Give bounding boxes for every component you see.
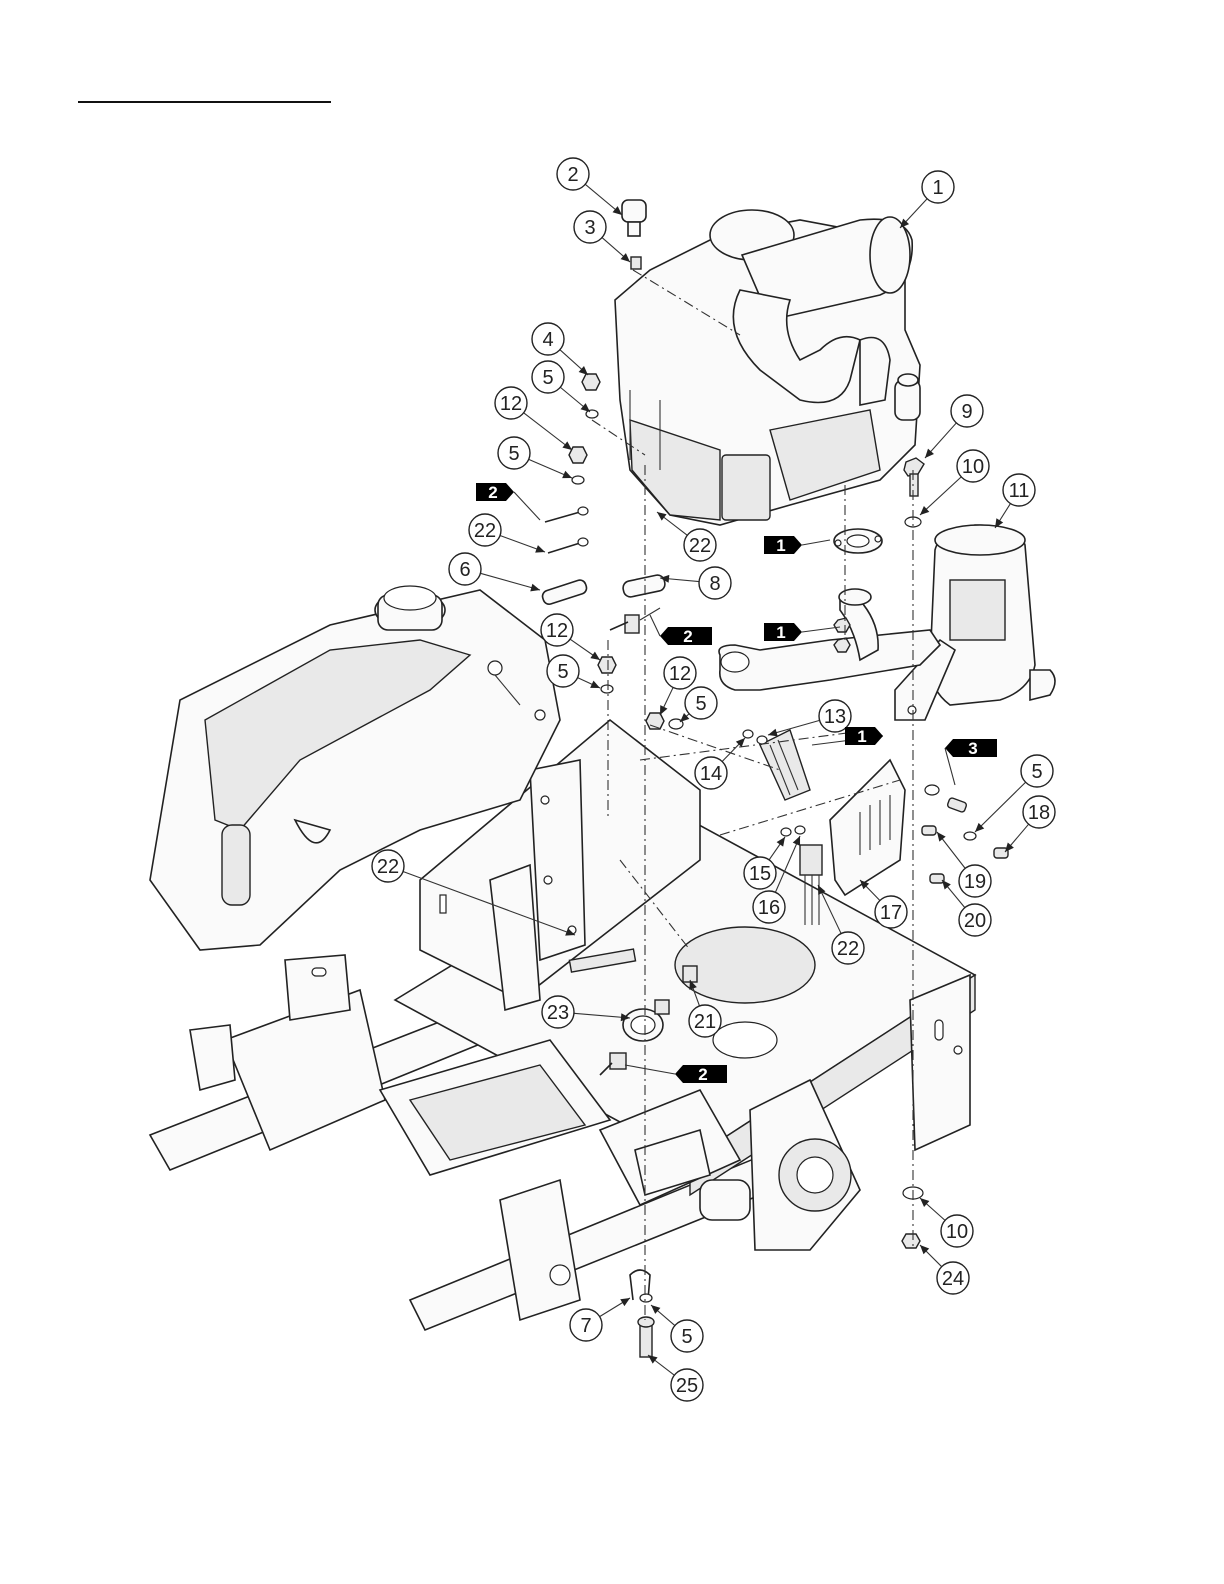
callout-number: 12 xyxy=(669,663,691,685)
callout-number: 22 xyxy=(474,520,496,542)
callout-number: 14 xyxy=(700,763,722,785)
tag-leader-line xyxy=(650,615,660,636)
note-tag-number: 2 xyxy=(683,627,692,646)
callout-25: 25 xyxy=(648,1355,703,1401)
callout-number: 9 xyxy=(961,401,972,423)
callout-14: 14 xyxy=(695,738,745,789)
muffler-assembly xyxy=(719,525,1055,720)
note-tag-1: 1 xyxy=(764,536,830,555)
callout-number: 15 xyxy=(749,863,771,885)
note-tag-number: 2 xyxy=(488,483,497,502)
callout-number: 19 xyxy=(964,871,986,893)
callout-number: 5 xyxy=(542,367,553,389)
note-tag-3: 3 xyxy=(945,739,997,785)
callout-number: 20 xyxy=(964,910,986,932)
callout-number: 22 xyxy=(689,535,711,557)
leader-arrowhead xyxy=(613,206,622,215)
note-tag-number: 3 xyxy=(968,739,977,758)
leader-line xyxy=(975,782,1026,832)
callout-1: 1 xyxy=(900,171,954,228)
leader-arrowhead xyxy=(581,403,590,412)
tag-leader-line xyxy=(802,540,830,545)
leader-arrowhead xyxy=(942,880,951,889)
callout-24: 24 xyxy=(920,1245,969,1294)
callout-10: 10 xyxy=(920,1198,973,1247)
callout-number: 5 xyxy=(508,443,519,465)
tag-leader-line xyxy=(802,627,840,632)
callout-2: 2 xyxy=(557,158,622,215)
callout-number: 1 xyxy=(932,177,943,199)
callout-number: 16 xyxy=(758,897,780,919)
callout-number: 4 xyxy=(542,329,553,351)
callout-11: 11 xyxy=(995,474,1035,528)
leader-arrowhead xyxy=(648,1355,658,1364)
leader-line xyxy=(524,413,572,450)
callout-number: 7 xyxy=(580,1315,591,1337)
callout-10: 10 xyxy=(920,450,989,515)
callout-number: 12 xyxy=(500,393,522,415)
callout-5: 5 xyxy=(680,687,717,722)
callout-5: 5 xyxy=(547,655,600,688)
leader-arrowhead xyxy=(657,512,667,521)
callout-number: 6 xyxy=(459,559,470,581)
callout-number: 24 xyxy=(942,1268,964,1290)
leader-arrowhead xyxy=(562,441,572,450)
callout-number: 5 xyxy=(695,693,706,715)
callout-6: 6 xyxy=(449,553,540,591)
callout-8: 8 xyxy=(660,567,731,599)
leader-arrowhead xyxy=(535,545,545,553)
callout-18: 18 xyxy=(1005,796,1055,852)
note-tag-2: 2 xyxy=(650,615,712,646)
tag-leader-line xyxy=(514,492,540,520)
callout-7: 7 xyxy=(570,1298,630,1341)
leader-line xyxy=(480,573,540,590)
callout-number: 10 xyxy=(962,456,984,478)
callout-number: 8 xyxy=(709,573,720,595)
callout-number: 18 xyxy=(1028,802,1050,824)
leader-arrowhead xyxy=(590,652,600,660)
note-tag-number: 2 xyxy=(698,1065,707,1084)
leader-arrowhead xyxy=(620,1298,630,1306)
note-tag-number: 1 xyxy=(857,727,866,746)
callout-number: 22 xyxy=(837,938,859,960)
note-tag-number: 1 xyxy=(776,536,785,555)
callout-22: 22 xyxy=(469,514,545,553)
callout-number: 22 xyxy=(377,856,399,878)
callout-13: 13 xyxy=(768,700,851,736)
callout-number: 2 xyxy=(567,164,578,186)
callout-number: 23 xyxy=(547,1002,569,1024)
callout-number: 13 xyxy=(824,706,846,728)
leader-arrowhead xyxy=(777,837,785,847)
callout-number: 21 xyxy=(694,1011,716,1033)
leader-arrowhead xyxy=(937,832,946,842)
callout-number: 12 xyxy=(546,620,568,642)
callout-9: 9 xyxy=(925,395,983,458)
callout-number: 25 xyxy=(676,1375,698,1397)
callout-number: 5 xyxy=(557,661,568,683)
leader-arrowhead xyxy=(530,584,540,592)
callout-number: 5 xyxy=(681,1326,692,1348)
callout-5: 5 xyxy=(651,1305,703,1352)
callout-number: 17 xyxy=(880,902,902,924)
callout-number: 3 xyxy=(584,217,595,239)
callout-number: 10 xyxy=(946,1221,968,1243)
callout-5: 5 xyxy=(498,437,572,478)
note-tag-1: 1 xyxy=(764,623,840,642)
callout-12: 12 xyxy=(541,614,600,660)
note-tag-number: 1 xyxy=(776,623,785,642)
callout-number: 5 xyxy=(1031,761,1042,783)
callout-3: 3 xyxy=(574,211,630,262)
callout-number: 11 xyxy=(1009,480,1030,502)
engine xyxy=(615,210,920,525)
leader-arrowhead xyxy=(768,729,778,737)
